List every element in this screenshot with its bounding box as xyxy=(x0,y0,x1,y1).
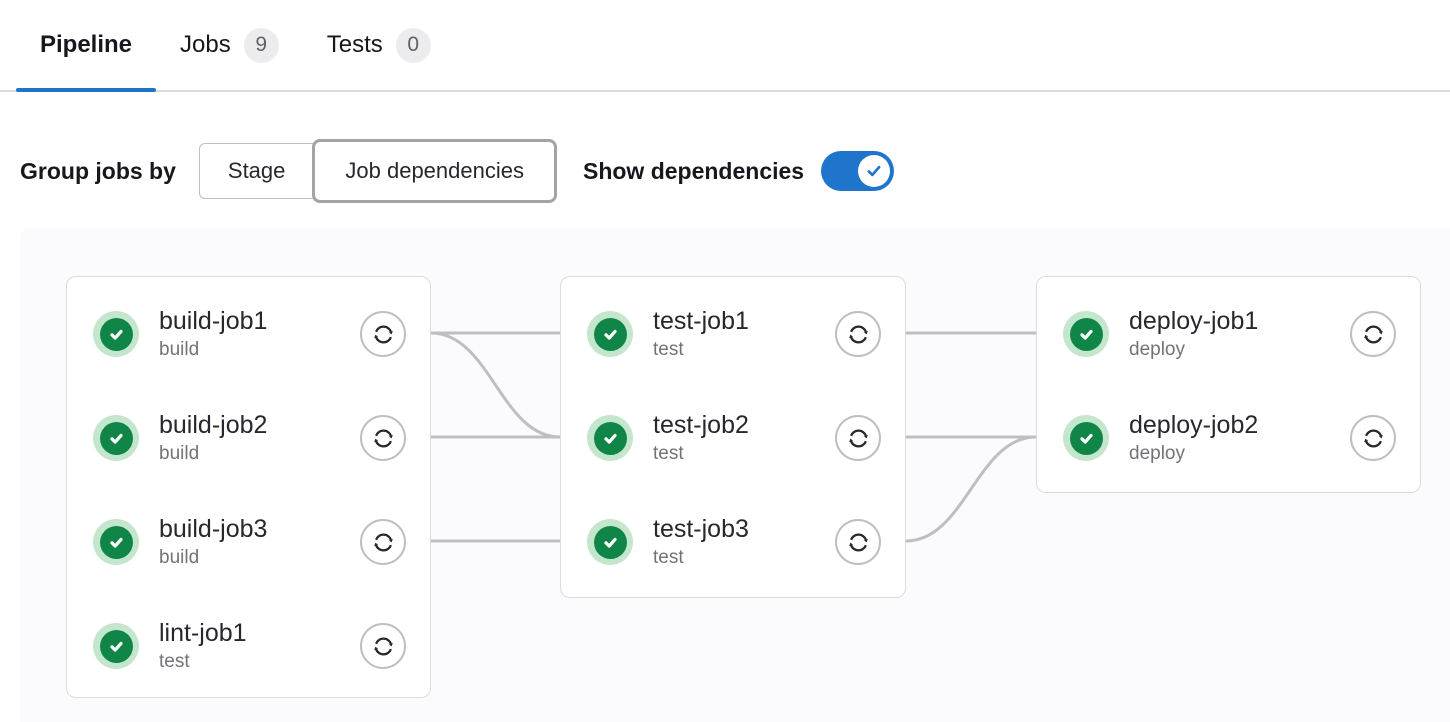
dependency-links xyxy=(430,331,1037,543)
status-success-icon xyxy=(93,519,139,565)
job-name: test-job3 xyxy=(653,515,749,544)
retry-icon xyxy=(373,533,393,551)
job-row[interactable]: build-job3 build xyxy=(67,490,430,594)
job-card-test-group: test-job1 test test-job2 test xyxy=(560,276,906,598)
job-name: deploy-job1 xyxy=(1129,307,1259,336)
job-card-deploy-group: deploy-job1 deploy deploy-job2 d xyxy=(1036,276,1421,493)
link-test-job3-deploy-job2 xyxy=(905,435,1037,543)
job-name: build-job3 xyxy=(159,515,268,544)
pipeline-graph: build-job1 build build-job2 buil xyxy=(20,228,1450,722)
tab-tests-label: Tests xyxy=(326,31,383,58)
tab-jobs[interactable]: Jobs 9 xyxy=(156,0,303,90)
job-row[interactable]: deploy-job1 deploy xyxy=(1037,282,1420,386)
job-stage: test xyxy=(653,442,684,464)
job-stage: deploy xyxy=(1129,338,1185,360)
group-jobs-by-label: Group jobs by xyxy=(20,157,176,184)
retry-icon xyxy=(848,533,868,551)
retry-icon xyxy=(848,429,868,447)
status-success-icon xyxy=(93,415,139,461)
job-stage: build xyxy=(159,546,200,568)
status-success-icon xyxy=(93,311,139,357)
retry-icon xyxy=(373,637,393,655)
job-row[interactable]: test-job3 test xyxy=(561,490,905,594)
group-by-job-dependencies-button[interactable]: Job dependencies xyxy=(312,139,557,203)
job-row[interactable]: deploy-job2 deploy xyxy=(1037,386,1420,490)
job-row[interactable]: build-job1 build xyxy=(67,282,430,386)
job-row[interactable]: lint-job1 test xyxy=(67,594,430,698)
tests-count-badge: 0 xyxy=(395,27,431,63)
job-card-build-group: build-job1 build build-job2 buil xyxy=(66,276,431,698)
retry-icon xyxy=(373,325,393,343)
retry-button[interactable] xyxy=(835,311,881,357)
tab-pipeline[interactable]: Pipeline xyxy=(16,0,157,92)
pipeline-tabs: Pipeline Jobs 9 Tests 0 xyxy=(0,0,1450,92)
jobs-count-badge: 9 xyxy=(243,27,279,63)
tab-tests[interactable]: Tests 0 xyxy=(303,0,455,90)
retry-button[interactable] xyxy=(1350,311,1396,357)
retry-icon xyxy=(848,325,868,343)
status-success-icon xyxy=(587,519,633,565)
retry-button[interactable] xyxy=(835,519,881,565)
status-success-icon xyxy=(587,311,633,357)
retry-button[interactable] xyxy=(360,519,406,565)
retry-icon xyxy=(1363,429,1383,447)
retry-button[interactable] xyxy=(360,623,406,669)
job-row[interactable]: test-job2 test xyxy=(561,386,905,490)
group-by-segmented-control: Stage Job dependencies xyxy=(198,139,557,203)
job-name: build-job2 xyxy=(159,411,268,440)
group-by-stage-button[interactable]: Stage xyxy=(198,143,314,199)
job-name: test-job2 xyxy=(653,411,749,440)
retry-button[interactable] xyxy=(1350,415,1396,461)
toggle-knob xyxy=(858,155,891,187)
job-row[interactable]: test-job1 test xyxy=(561,282,905,386)
status-success-icon xyxy=(587,415,633,461)
retry-button[interactable] xyxy=(835,415,881,461)
status-success-icon xyxy=(93,623,139,669)
show-dependencies-label: Show dependencies xyxy=(582,157,805,184)
status-success-icon xyxy=(1063,415,1109,461)
job-name: deploy-job2 xyxy=(1129,411,1259,440)
status-success-icon xyxy=(1063,311,1109,357)
retry-button[interactable] xyxy=(360,311,406,357)
job-stage: test xyxy=(653,338,684,360)
retry-icon xyxy=(373,429,393,447)
job-stage: build xyxy=(159,442,200,464)
job-stage: test xyxy=(159,650,190,672)
job-stage: test xyxy=(653,546,684,568)
link-build-job1-test-job2 xyxy=(430,331,561,439)
tab-jobs-label: Jobs xyxy=(180,31,231,58)
job-name: lint-job1 xyxy=(159,619,247,648)
show-dependencies-toggle[interactable] xyxy=(821,151,895,191)
tab-pipeline-label: Pipeline xyxy=(40,31,133,58)
retry-button[interactable] xyxy=(360,415,406,461)
job-stage: build xyxy=(159,338,200,360)
job-name: build-job1 xyxy=(159,307,268,336)
job-row[interactable]: build-job2 build xyxy=(67,386,430,490)
retry-icon xyxy=(1363,325,1383,343)
job-name: test-job1 xyxy=(653,307,749,336)
job-stage: deploy xyxy=(1129,442,1185,464)
check-icon xyxy=(867,165,881,177)
graph-controls: Group jobs by Stage Job dependencies Sho… xyxy=(20,139,895,203)
